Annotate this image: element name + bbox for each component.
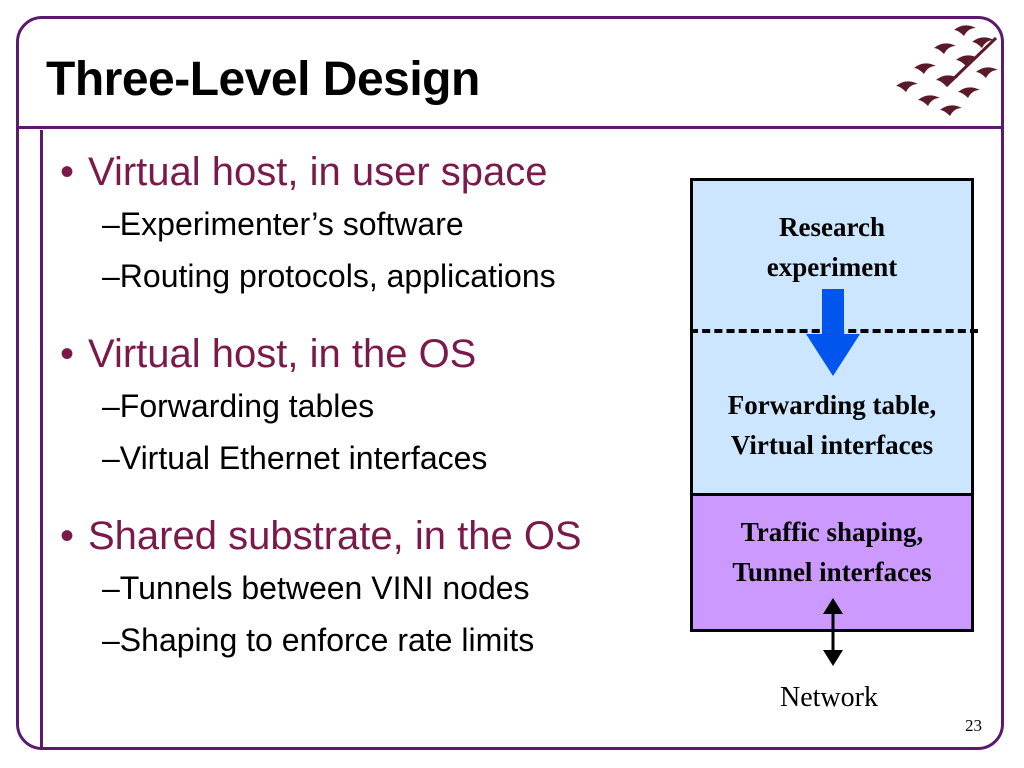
bullet-item: •Shared substrate, in the OS: [60, 514, 582, 558]
traffic-label-line2: Tunnel interfaces: [732, 557, 932, 587]
bullet-text: Virtual host, in the OS: [88, 332, 477, 376]
bullet-item: •Virtual host, in user space: [60, 150, 548, 194]
page-number: 23: [965, 716, 982, 735]
left-rule: [40, 130, 43, 750]
sub-bullet-item: –Virtual Ethernet interfaces: [102, 440, 488, 476]
forwarding-label-line1: Forwarding table,: [727, 390, 937, 420]
bullet-group: •Virtual host, in user space –Experiment…: [60, 146, 680, 302]
title-divider: [18, 126, 1003, 129]
research-label-line2: experiment: [766, 252, 898, 282]
bullet-list: •Virtual host, in user space –Experiment…: [60, 146, 680, 692]
sub-bullet-item: –Routing protocols, applications: [102, 258, 556, 294]
slide-frame: [16, 16, 1004, 750]
forwarding-label-line2: Virtual interfaces: [730, 430, 934, 460]
bullet-text: Shared substrate, in the OS: [88, 514, 582, 558]
sub-bullet-text: Virtual Ethernet interfaces: [119, 440, 488, 476]
sub-bullet-item: –Forwarding tables: [102, 388, 375, 424]
down-arrow-icon: [806, 289, 860, 376]
bullet-text: Virtual host, in user space: [88, 150, 548, 194]
bullet-item: •Virtual host, in the OS: [60, 332, 477, 376]
sub-bullet-item: –Shaping to enforce rate limits: [102, 622, 535, 658]
slide-title: Three-Level Design: [46, 53, 480, 106]
network-label: Network: [780, 682, 878, 713]
sub-bullet-item: –Experimenter’s software: [102, 206, 464, 242]
sub-bullet-text: Routing protocols, applications: [119, 258, 556, 294]
sub-bullet-text: Shaping to enforce rate limits: [119, 622, 535, 658]
research-label-line1: Research: [779, 212, 885, 242]
sub-bullet-text: Experimenter’s software: [119, 206, 464, 242]
sub-bullet-text: Forwarding tables: [119, 388, 375, 424]
sub-bullet-text: Tunnels between VINI nodes: [119, 570, 530, 606]
university-logo-icon: [896, 25, 998, 116]
sub-bullet-item: –Tunnels between VINI nodes: [102, 570, 530, 606]
bullet-group: •Shared substrate, in the OS –Tunnels be…: [60, 510, 680, 666]
bidirectional-arrow-icon: [823, 598, 843, 666]
traffic-label-line1: Traffic shaping,: [740, 517, 924, 547]
bullet-group: •Virtual host, in the OS –Forwarding tab…: [60, 328, 680, 484]
